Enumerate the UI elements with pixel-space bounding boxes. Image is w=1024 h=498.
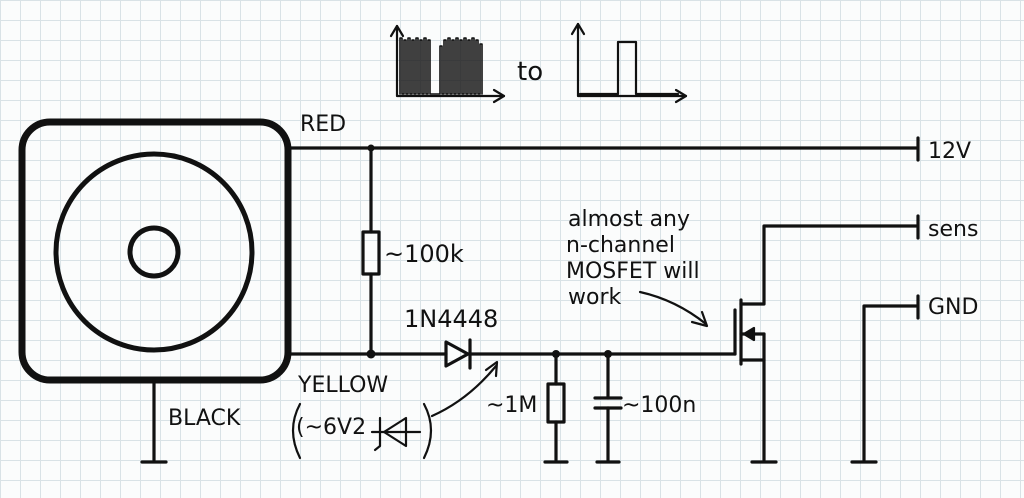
supply-rail-12v: 12V — [286, 136, 971, 164]
mosfet-note: almost any n-channel MOSFET will work — [566, 207, 709, 328]
pulse-signal-graph — [570, 22, 688, 104]
red-wire-label: RED — [300, 112, 346, 137]
diode-label: 1N4448 — [404, 305, 498, 333]
fan-frame — [18, 118, 292, 384]
signal-illustration: to — [389, 22, 688, 104]
terminal-gnd-label: GND — [928, 295, 978, 320]
load-resistor-label: ~1M — [486, 393, 537, 418]
zener-diode-note: (~6V2 — [291, 360, 499, 460]
fan-rotor-outer — [53, 151, 255, 353]
mosfet-note-line-4: work — [568, 285, 621, 310]
fan-symbol — [18, 118, 292, 384]
n-channel-mosfet — [733, 224, 918, 464]
capacitor-label: ~100n — [622, 393, 696, 418]
terminal-12v-label: 12V — [928, 139, 971, 164]
fan-hub — [127, 225, 181, 279]
zener-label: (~6V2 — [296, 415, 366, 440]
pwm-signal-graph — [389, 24, 506, 104]
to-label: to — [517, 57, 543, 87]
pullup-resistor-label: ~100k — [384, 240, 464, 268]
diode-1n4448 — [444, 338, 472, 370]
mosfet-note-line-1: almost any — [568, 207, 690, 232]
terminal-sens-label: sens — [928, 217, 978, 242]
fan-ground — [140, 378, 168, 464]
terminal-gnd: GND — [850, 294, 978, 464]
mosfet-note-line-3: MOSFET will — [566, 259, 700, 284]
tach-signal-line: 1N4448 — [286, 305, 737, 370]
load-resistor: ~1M — [486, 352, 569, 464]
filter-capacitor: ~100n — [593, 352, 696, 464]
terminal-sens: sens — [916, 214, 978, 242]
yellow-wire-label: YELLOW — [297, 373, 388, 398]
black-wire-label: BLACK — [168, 406, 241, 431]
mosfet-note-line-2: n-channel — [566, 233, 675, 258]
